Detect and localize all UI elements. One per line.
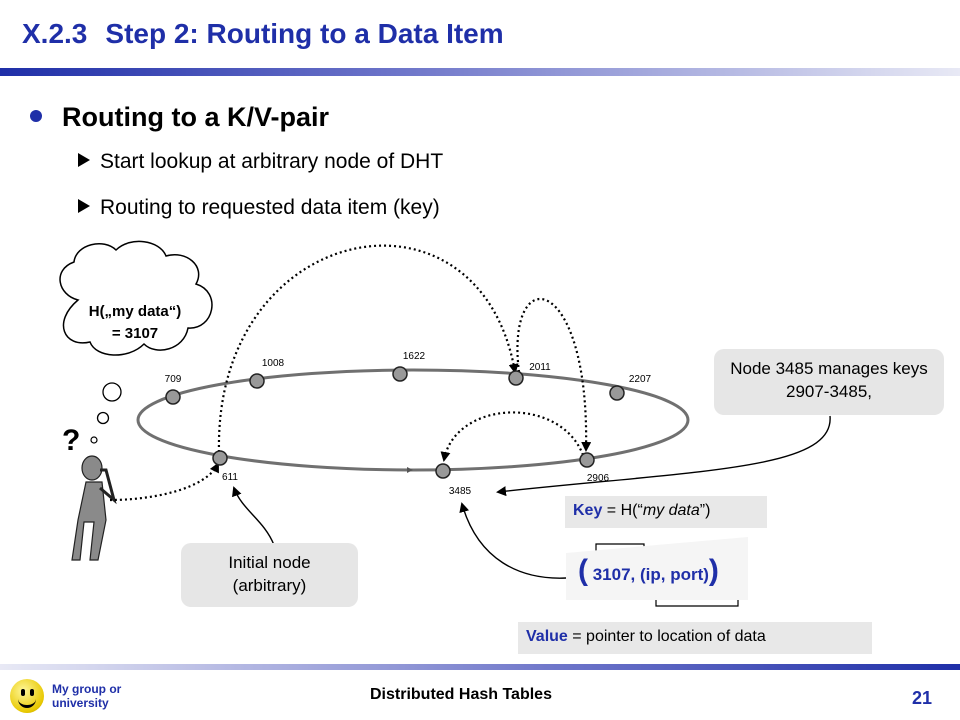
value-label: Value [526, 628, 568, 645]
sub-bullet-2: Routing to requested data item (key) [78, 196, 440, 220]
triangle-bullet-icon [78, 199, 90, 214]
title-text: Step 2: Routing to a Data Item [105, 18, 504, 49]
question-mark: ? [62, 424, 80, 457]
key-label: Key [573, 502, 603, 519]
dht-node-2906 [579, 452, 595, 468]
hop-person-to-611 [109, 462, 219, 502]
thought-bubble-large [102, 382, 122, 402]
dht-node-3485 [435, 463, 451, 479]
pair-text: 3107, (ip, port) [588, 565, 709, 584]
key-rest-suffix: ”) [699, 502, 711, 519]
dht-node-1622 [392, 366, 408, 382]
sub-bullet-1: Start lookup at arbitrary node of DHT [78, 150, 443, 174]
dht-node-label: 611 [222, 472, 238, 483]
key-label-box: Key = H(“my data”) [565, 496, 767, 528]
arrow-initial-to-611 [232, 486, 275, 546]
page-number: 21 [912, 688, 933, 708]
thinking-person-icon: ? [62, 424, 117, 561]
hop-611-to-2011 [217, 244, 519, 453]
value-brace [655, 597, 739, 607]
thought-cloud: H(„my data“) = 3107 [59, 240, 213, 444]
thought-bubble-medium [96, 411, 110, 425]
dht-node-2207 [609, 385, 625, 401]
dht-node-2011 [508, 370, 524, 386]
hop-2906-to-3485 [440, 411, 585, 462]
dht-node-label: 2906 [587, 473, 610, 484]
main-bullet-text: Routing to a K/V-pair [62, 102, 329, 132]
dht-nodes: 709 1008 1622 2011 2207 2906 3485 611 [165, 351, 652, 497]
section-number: X.2.3 [22, 18, 88, 49]
arrow-pair-to-3485 [459, 502, 567, 579]
thought-line-1: H(„my data“) [89, 303, 182, 320]
footer-bar [0, 664, 960, 670]
value-label-box: Value = pointer to location of data [518, 622, 872, 654]
initial-node-text: Initial node (arbitrary) [228, 553, 311, 595]
thought-bubble-small [90, 436, 98, 444]
value-rest: = pointer to location of data [567, 628, 766, 645]
smiley-logo-icon [10, 679, 44, 713]
dht-node-611 [212, 450, 228, 466]
dht-node-label: 2011 [529, 362, 551, 373]
pair-close-paren: ) [708, 554, 719, 587]
triangle-bullet-icon [78, 153, 90, 168]
key-rest-prefix: = H(“ [602, 502, 643, 519]
ring-direction-arrow-icon [407, 467, 413, 473]
routing-hops [109, 244, 592, 502]
bullet-dot-icon [30, 109, 42, 122]
footer-org: My group or university [52, 682, 121, 710]
thought-line-2: = 3107 [112, 325, 158, 342]
footer-title: Distributed Hash Tables [370, 686, 552, 703]
pair-background [566, 537, 748, 600]
hop-2011-to-2906 [516, 298, 592, 452]
pointer-arrows [232, 415, 831, 579]
footer-org-line-2: university [52, 696, 109, 710]
initial-node-callout: Initial node (arbitrary) [181, 543, 358, 607]
dht-node-label: 2207 [629, 374, 652, 385]
kv-pair: ( 3107, (ip, port)) [578, 554, 719, 588]
slide-title: X.2.3 Step 2: Routing to a Data Item [22, 18, 504, 50]
dht-node-label: 1622 [403, 351, 426, 362]
node-range-text: Node 3485 manages keys 2907-3485, [730, 359, 928, 401]
dht-node-label: 709 [165, 374, 182, 385]
dht-node-label: 1008 [262, 358, 285, 369]
title-underline-bar [0, 68, 960, 76]
arrow-callout-to-3485 [496, 415, 831, 497]
footer-org-line-1: My group or [52, 682, 122, 696]
node-range-callout: Node 3485 manages keys 2907-3485, [714, 349, 944, 415]
sub-bullet-text: Start lookup at arbitrary node of DHT [100, 150, 444, 173]
main-bullet: Routing to a K/V-pair [30, 102, 329, 133]
key-italic: my data [642, 502, 700, 519]
pair-open-paren: ( [578, 554, 588, 587]
dht-node-1008 [249, 373, 265, 389]
dht-node-label: 3485 [449, 486, 472, 497]
sub-bullet-text: Routing to requested data item (key) [100, 196, 440, 219]
dht-node-709 [165, 389, 181, 405]
